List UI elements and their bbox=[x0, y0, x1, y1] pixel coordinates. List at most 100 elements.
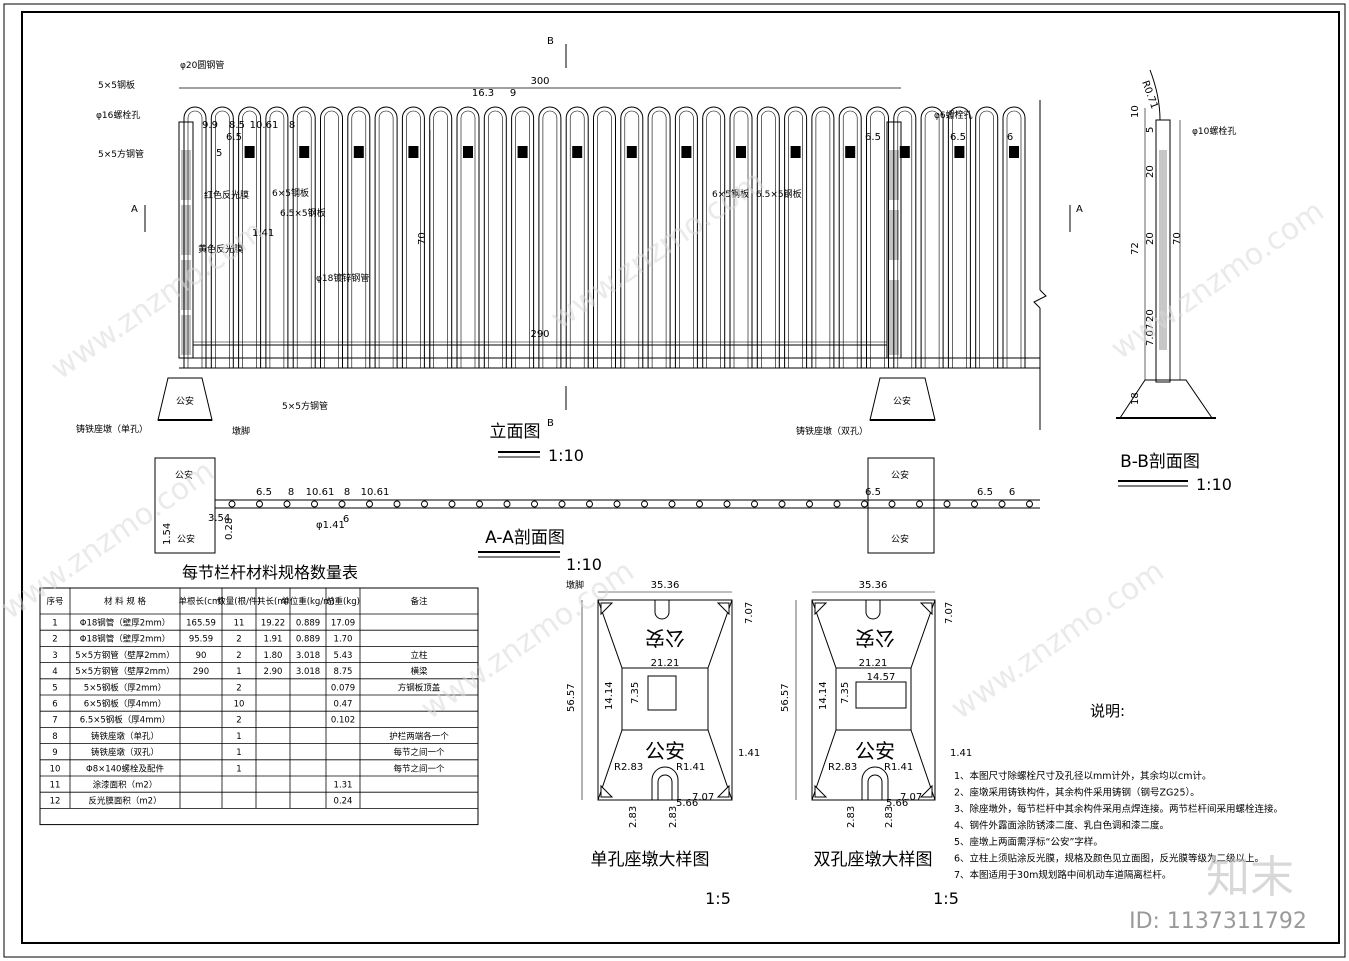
hoop-bar bbox=[674, 106, 698, 368]
single-title: 单孔座墩大样图 bbox=[591, 850, 710, 870]
steel-plate bbox=[572, 146, 583, 158]
aa-bolt bbox=[861, 500, 868, 508]
hoop-bar-inner bbox=[406, 110, 421, 368]
table-cell: 2 bbox=[236, 635, 241, 645]
aa-right-mark-top: 公安 bbox=[891, 469, 909, 481]
bb-c: 20 bbox=[1145, 165, 1156, 178]
table-cell: 5×5方钢管（壁厚2mm） bbox=[75, 666, 174, 677]
single-foot-label: 墩脚 bbox=[566, 579, 584, 591]
label-yellow-film: 黄色反光膜 bbox=[198, 243, 243, 255]
steel-plate bbox=[736, 146, 746, 158]
table-border bbox=[39, 587, 479, 826]
hoop-bar bbox=[347, 106, 371, 368]
table-cell: 7 bbox=[52, 716, 57, 726]
steel-plate bbox=[517, 146, 528, 158]
aa-d12: 6.5 bbox=[977, 487, 993, 498]
table-cell: 0.24 bbox=[334, 797, 353, 807]
double-top: 7.07 bbox=[944, 602, 955, 624]
table-cell: 每节之间一个 bbox=[393, 747, 445, 758]
table-cell: 4 bbox=[52, 667, 57, 677]
bb-r: R0.71 bbox=[1139, 79, 1159, 110]
table-cell: 6×5钢板（厚4mm） bbox=[84, 699, 166, 710]
table-cell: 1 bbox=[236, 748, 241, 758]
table-cell: 2 bbox=[236, 683, 241, 693]
table-cell: 铸铁座墩（单孔） bbox=[91, 731, 159, 742]
aa-d4: 8 bbox=[344, 487, 350, 498]
elevation-title: 立面图 bbox=[490, 422, 541, 442]
aa-bolt bbox=[558, 500, 566, 508]
aa-bolt bbox=[833, 500, 841, 508]
bb-g: 7.07 bbox=[1145, 324, 1156, 346]
aa-right-pier bbox=[867, 457, 935, 554]
hoop-bar bbox=[647, 106, 671, 368]
material-table: 每节栏杆材料规格数量表 序号材 料 规 格单根长(cm)数量(根/件)共长(m)… bbox=[39, 563, 479, 826]
table-cell: 5 bbox=[52, 683, 57, 693]
table-cell: 护栏两端各一个 bbox=[389, 731, 449, 742]
hoop-bar-inner bbox=[269, 110, 285, 368]
elevation-scale: 1:10 bbox=[548, 446, 584, 465]
hoop-bar-inner bbox=[215, 110, 230, 368]
table-cell: 11 bbox=[234, 619, 245, 629]
aa-bolt bbox=[586, 500, 593, 508]
note-item: 5、座墩上两面需浮标“公安”字样。 bbox=[954, 836, 1103, 848]
note-item: 4、钢件外露面涂防锈漆二度、乳白色调和漆二度。 bbox=[954, 820, 1169, 832]
hoop-bar bbox=[920, 106, 944, 368]
dim-half: 9 bbox=[510, 88, 516, 99]
hoop-bar bbox=[538, 106, 562, 368]
dim-sixfive-r: 6.5 bbox=[865, 132, 881, 143]
section-mark-b-top: B bbox=[547, 36, 554, 47]
hoop-bar-inner bbox=[296, 110, 312, 368]
aa-bolt bbox=[338, 500, 346, 508]
hoop-bar bbox=[320, 106, 343, 368]
double-r: R2.83 bbox=[828, 762, 857, 773]
hoop-bar bbox=[729, 106, 753, 368]
bb-scale: 1:10 bbox=[1196, 475, 1232, 494]
table-cell: 2 bbox=[52, 635, 57, 645]
hoop-bar bbox=[210, 106, 234, 368]
aa-bolt bbox=[751, 500, 758, 508]
section-mark-b-bottom: B bbox=[547, 418, 554, 429]
hoop-bar-inner bbox=[651, 110, 667, 368]
double-b1: 2.83 bbox=[846, 806, 857, 828]
table-header-cell: 单根长(cm) bbox=[178, 596, 223, 607]
aa-bolts bbox=[226, 500, 1036, 509]
watermark-url-1: www.znzmo.com bbox=[45, 214, 271, 387]
table-cell: 10 bbox=[234, 700, 245, 710]
aa-bolt bbox=[778, 500, 786, 508]
steel-plate bbox=[954, 146, 965, 158]
aa-bolt bbox=[476, 500, 483, 508]
hoop-bar-inner bbox=[870, 110, 885, 368]
hoop-bar-inner bbox=[542, 110, 558, 368]
hoop-bar bbox=[429, 106, 453, 368]
table-cell: 0.47 bbox=[334, 700, 353, 710]
hoop-bar bbox=[183, 106, 207, 368]
aa-bolt bbox=[668, 500, 676, 508]
hoop-bar-inner bbox=[460, 110, 476, 368]
aa-bolt bbox=[1026, 500, 1033, 508]
single-top: 7.07 bbox=[744, 602, 755, 624]
hoop-bar-inner bbox=[515, 110, 530, 368]
bb-a: 10 bbox=[1130, 105, 1141, 118]
single-r2: R1.41 bbox=[676, 762, 705, 773]
table-cell: 方钢板顶盖 bbox=[398, 682, 441, 693]
dim-inner: 290 bbox=[530, 329, 549, 340]
hoop-bar-inner bbox=[569, 110, 585, 368]
aa-bolt bbox=[806, 500, 813, 508]
hoop-bar bbox=[593, 106, 616, 368]
hoop-bar bbox=[893, 106, 917, 368]
double-mark-bottom: 公安 bbox=[855, 739, 895, 763]
hoop-bar-inner bbox=[624, 110, 640, 368]
table-cell: 11 bbox=[50, 781, 61, 791]
double-hole-w: 14.57 bbox=[867, 672, 896, 683]
hoop-bar bbox=[947, 106, 971, 368]
elevation-view: 公安 公安 300 16.3 9 290 70 9.9 8.5 10.61 8 … bbox=[76, 36, 1083, 465]
inner-frame bbox=[21, 11, 1340, 944]
single-b1: 2.83 bbox=[628, 806, 639, 828]
watermark-id: ID: 1137311792 bbox=[1129, 909, 1307, 934]
table-cell: 1.91 bbox=[264, 635, 283, 645]
table-cell: 9 bbox=[52, 748, 57, 758]
table-cell: 横梁 bbox=[410, 666, 428, 677]
bb-bolt: φ10螺栓孔 bbox=[1192, 125, 1236, 137]
table-header-cell: 序号 bbox=[46, 596, 63, 607]
